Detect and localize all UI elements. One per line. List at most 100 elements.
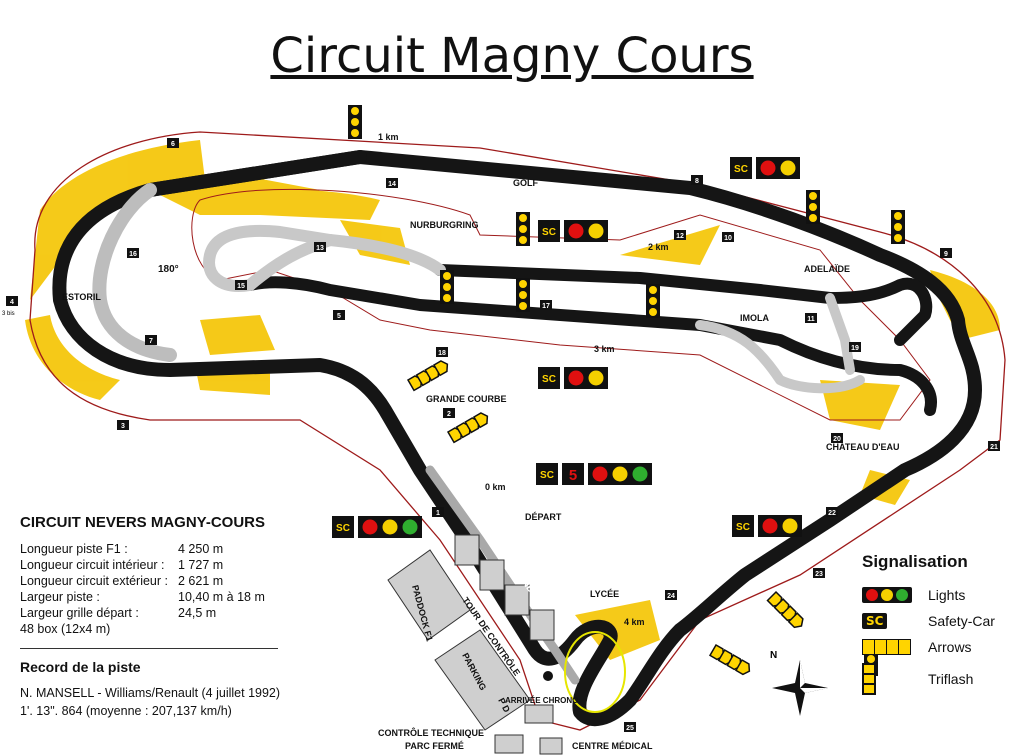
marshal-post-number: 2 (447, 411, 451, 418)
record-line-1: N. MANSELL - Williams/Renault (4 juillet… (20, 686, 281, 700)
record-heading: Record de la piste (20, 659, 141, 675)
marshal-post: 18 (436, 347, 448, 357)
pit-buildings (387, 534, 626, 755)
label-hairpin: 180° (158, 264, 179, 275)
info-label: Largeur grille départ : (20, 606, 139, 620)
safety-car-icon: SC (336, 523, 350, 534)
info-row: Longueur circuit extérieur : 2 621 m (20, 573, 265, 589)
triflash-icon (516, 278, 530, 312)
marshal-post-number: 25 (626, 725, 634, 732)
marshal-post: 17 (540, 300, 552, 310)
info-row: Longueur piste F1 :4 250 m (20, 541, 265, 557)
marshal-post: 6 (167, 138, 179, 148)
signal-board: SC (732, 515, 802, 537)
triflash-icon (348, 105, 362, 139)
circuit-info-panel: CIRCUIT NEVERS MAGNY-COURS Longueur pist… (20, 514, 310, 720)
marshal-post-number: 3 (121, 423, 125, 430)
safety-car-icon: SC (542, 374, 556, 385)
marker-0km: 0 km (485, 482, 506, 492)
triflash-icon (862, 663, 876, 695)
marshal-post-3bis: 3 bis (2, 311, 15, 317)
label-arrivee: ARRIVÉE CHRONO (505, 696, 578, 705)
red-flag-number: 5 (569, 467, 577, 484)
light-icon (780, 160, 796, 176)
marshal-post: 2 (443, 408, 455, 418)
arrows-icon (862, 639, 911, 655)
marshal-post: 21 (988, 441, 1000, 451)
arrows-icon (406, 360, 449, 392)
marshal-post: 19 (849, 342, 861, 352)
info-value: 10,40 m à 18 m (178, 590, 265, 604)
label-nurburgring: NURBURGRING (410, 220, 479, 230)
perimeter-fence (29, 131, 1006, 731)
light-icon (762, 518, 778, 534)
marker-3km: 3 km (594, 344, 615, 354)
marshal-post: 12 (674, 230, 686, 240)
marshal-post: 13 (314, 242, 326, 252)
light-icon (402, 519, 418, 535)
label-imola: IMOLA (740, 313, 769, 323)
light-icon (382, 519, 398, 535)
page-title: Circuit Magny Cours (270, 28, 754, 84)
marshal-post: 8 (691, 175, 703, 185)
info-value: 4 250 m (178, 542, 224, 556)
label-parc: PARC FERMÉ (405, 741, 464, 751)
light-icon (632, 466, 648, 482)
light-icon (568, 370, 584, 386)
marshal-post: 25 (624, 722, 636, 732)
light-icon (592, 466, 608, 482)
marshal-post-number: 24 (667, 593, 675, 600)
marshal-post: 7 (145, 335, 157, 345)
legend-row-lights: Lights (862, 582, 1022, 608)
legend-row-triflash: Triflash (862, 660, 1022, 698)
label-adelaide: ADELAÏDE (804, 264, 850, 274)
marshal-post: 4 (6, 296, 18, 306)
marshal-post-number: 13 (316, 245, 324, 252)
info-label: Longueur circuit extérieur : (20, 574, 168, 588)
marshal-post-number: 6 (171, 141, 175, 148)
marshal-post: 9 (940, 248, 952, 258)
legend-label: Safety-Car (928, 613, 995, 629)
marshal-post-number: 21 (990, 444, 998, 451)
light-icon (588, 223, 604, 239)
signal-board: SC (538, 220, 608, 242)
marshal-post-number: 18 (438, 350, 446, 357)
label-grande-courbe: GRANDE COURBE (426, 394, 507, 404)
record-line-2: 1'. 13". 864 (moyenne : 207,137 km/h) (20, 704, 232, 718)
marshal-post-number: 22 (828, 510, 836, 517)
legend-heading: Signalisation (862, 552, 968, 571)
track (52, 150, 982, 727)
marshal-post: 1 (432, 507, 444, 517)
label-controle: CONTRÔLE TECHNIQUE (378, 727, 484, 738)
marshal-post-number: 1 (436, 510, 440, 517)
lights-icon (862, 587, 912, 603)
label-medical: CENTRE MÉDICAL (572, 741, 653, 751)
triflash-icon (440, 270, 454, 304)
light-icon (362, 519, 378, 535)
marker-depart: DÉPART (525, 512, 562, 522)
compass-letter: N (770, 650, 777, 661)
legend-label: Lights (928, 587, 966, 603)
info-value: 2 621 m (178, 574, 224, 588)
marshal-post: 14 (386, 178, 398, 188)
marker-1km: 1 km (378, 132, 399, 142)
marshal-post: 10 (722, 232, 734, 242)
triflash-icon (891, 210, 905, 244)
marshal-post-number: 11 (807, 316, 815, 323)
info-row: Longueur circuit intérieur :1 727 m (20, 557, 265, 573)
marshal-post-number: 20 (833, 436, 841, 443)
marshal-post-number: 10 (724, 235, 732, 242)
safety-car-icon: SC (862, 613, 888, 629)
info-label: Largeur piste : (20, 590, 100, 604)
light-icon (568, 223, 584, 239)
info-value: 1 727 m (178, 558, 224, 572)
info-boxes: 48 box (12x4 m) (20, 622, 111, 636)
arrows-icon (766, 590, 804, 629)
info-divider (20, 648, 278, 649)
legend-label: Arrows (928, 639, 972, 655)
legend-label: Triflash (928, 671, 974, 687)
marshal-post-number: 4 (10, 299, 14, 306)
